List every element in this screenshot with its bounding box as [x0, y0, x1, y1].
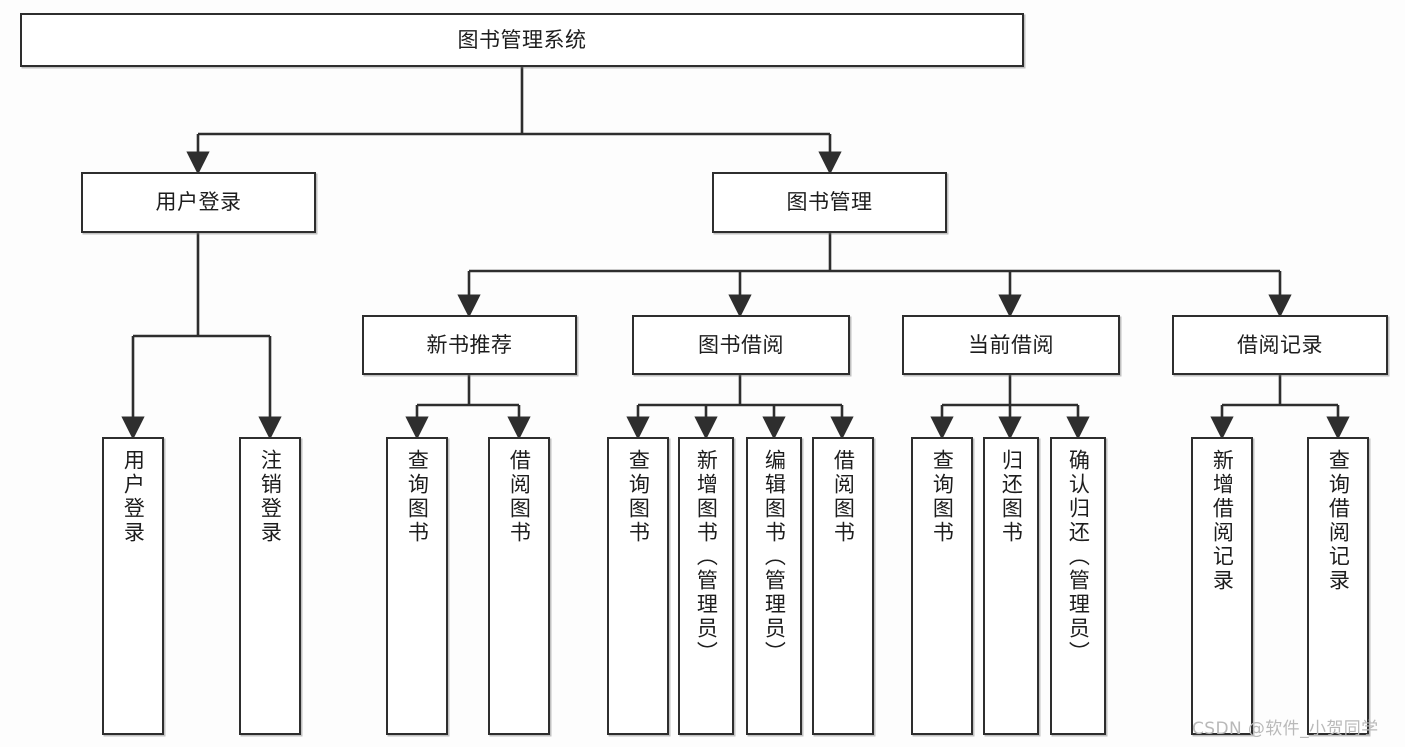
- leaf-recommend-query-book[interactable]: 查询图书: [386, 437, 448, 735]
- node-label: 借阅图书: [831, 449, 856, 545]
- node-label: 用户登录: [121, 449, 146, 545]
- node-label: 当前借阅: [968, 332, 1054, 357]
- node-label: 编辑图书（管理员）: [762, 449, 787, 665]
- node-label: 图书借阅: [698, 332, 784, 357]
- leaf-current-query-book[interactable]: 查询图书: [911, 437, 973, 735]
- node-label: 新书推荐: [426, 332, 513, 357]
- node-label: 借阅图书: [507, 449, 532, 545]
- leaf-current-return-book[interactable]: 归还图书: [983, 437, 1039, 735]
- node-current-borrow[interactable]: 当前借阅: [902, 315, 1120, 375]
- leaf-record-query-record[interactable]: 查询借阅记录: [1307, 437, 1369, 735]
- leaf-borrow-query-book[interactable]: 查询图书: [607, 437, 669, 735]
- node-label: 新增借阅记录: [1210, 449, 1235, 593]
- node-user-login[interactable]: 用户登录: [81, 172, 316, 233]
- node-label: 用户登录: [155, 190, 242, 215]
- node-label: 查询图书: [626, 449, 651, 545]
- node-label: 确认归还（管理员）: [1066, 449, 1091, 665]
- node-book-management[interactable]: 图书管理: [712, 172, 947, 233]
- node-label: 查询图书: [405, 449, 430, 545]
- node-label: 新增图书（管理员）: [694, 449, 719, 665]
- leaf-current-confirm-return[interactable]: 确认归还（管理员）: [1050, 437, 1106, 735]
- node-book-borrow[interactable]: 图书借阅: [632, 315, 850, 375]
- node-root-system[interactable]: 图书管理系统: [20, 13, 1024, 67]
- node-label: 查询借阅记录: [1326, 449, 1351, 593]
- node-label: 借阅记录: [1237, 332, 1323, 357]
- leaf-record-add-record[interactable]: 新增借阅记录: [1191, 437, 1253, 735]
- node-new-book-recommend[interactable]: 新书推荐: [362, 315, 577, 375]
- node-label: 图书管理: [786, 190, 873, 215]
- leaf-user-login-logout[interactable]: 注销登录: [239, 437, 301, 735]
- leaf-borrow-add-book[interactable]: 新增图书（管理员）: [678, 437, 734, 735]
- leaf-borrow-borrow-book[interactable]: 借阅图书: [812, 437, 874, 735]
- leaf-recommend-borrow-book[interactable]: 借阅图书: [488, 437, 550, 735]
- node-borrow-record[interactable]: 借阅记录: [1172, 315, 1388, 375]
- node-label: 图书管理系统: [457, 27, 587, 52]
- node-label: 归还图书: [999, 449, 1024, 545]
- node-label: 注销登录: [258, 449, 283, 545]
- node-label: 查询图书: [930, 449, 955, 545]
- leaf-user-login-login[interactable]: 用户登录: [102, 437, 164, 735]
- leaf-borrow-edit-book[interactable]: 编辑图书（管理员）: [746, 437, 802, 735]
